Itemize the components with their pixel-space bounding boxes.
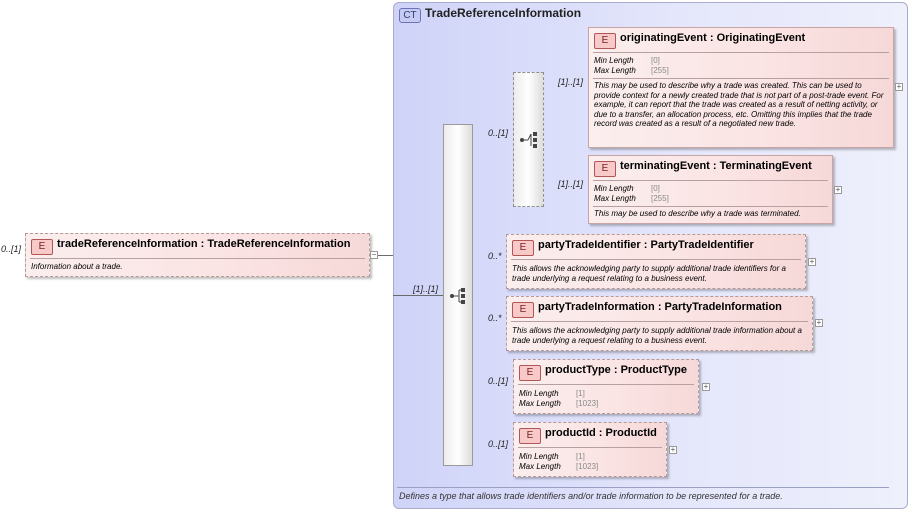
min-length-value: [0]: [651, 56, 660, 65]
max-length-label: Max Length: [519, 399, 561, 408]
element-description: This allows the acknowledging party to s…: [512, 264, 786, 283]
element-badge-icon: E: [519, 365, 541, 381]
divider: [593, 78, 889, 79]
divider: [30, 258, 365, 259]
max-length-value: [1023]: [576, 462, 599, 471]
element-badge-icon: E: [594, 33, 616, 49]
terminatingEvent-element[interactable]: E terminatingEvent : TerminatingEvent Mi…: [588, 155, 833, 224]
partyTradeIdentifier-element[interactable]: E partyTradeIdentifier : PartyTradeIdent…: [506, 234, 806, 289]
partyTradeInformation-multiplicity: 0..*: [488, 313, 502, 323]
min-length-label: Min Length: [519, 452, 559, 461]
productId-element[interactable]: E productId : ProductId Min Length [1] M…: [513, 422, 667, 477]
min-length-value: [0]: [651, 184, 660, 193]
terminatingEvent-multiplicity: [1]..[1]: [558, 179, 584, 189]
originatingEvent-multiplicity: [1]..[1]: [558, 77, 584, 87]
element-title: productType : ProductType: [545, 364, 688, 376]
max-length-label: Max Length: [594, 66, 636, 75]
element-description: This may be used to describe why a trade…: [594, 209, 801, 218]
min-length-value: [1]: [576, 452, 585, 461]
expand-icon[interactable]: +: [815, 318, 823, 327]
complex-type-description: Defines a type that allows trade identif…: [399, 491, 783, 501]
root-element-box[interactable]: E tradeReferenceInformation : TradeRefer…: [25, 233, 370, 277]
element-badge-icon: E: [31, 239, 53, 255]
max-length-label: Max Length: [594, 194, 636, 203]
max-length-value: [255]: [651, 194, 669, 203]
max-length-value: [1023]: [576, 399, 599, 408]
divider: [593, 180, 828, 181]
originatingEvent-element[interactable]: E originatingEvent : OriginatingEvent Mi…: [588, 27, 894, 148]
element-badge-icon: E: [512, 240, 534, 256]
min-length-label: Min Length: [594, 56, 634, 65]
productType-element[interactable]: E productType : ProductType Min Length […: [513, 359, 699, 414]
element-description: This allows the acknowledging party to s…: [512, 326, 802, 345]
element-title: originatingEvent : OriginatingEvent: [620, 32, 806, 44]
root-description: Information about a trade.: [31, 262, 123, 271]
divider: [511, 321, 808, 322]
productType-multiplicity: 0..[1]: [488, 376, 509, 386]
sequence-compositor[interactable]: [443, 124, 473, 466]
complex-type-divider: [397, 487, 889, 488]
element-description: This may be used to describe why a trade…: [594, 81, 884, 128]
sequence-icon: [450, 288, 465, 304]
divider: [518, 447, 662, 448]
partyTradeInformation-element[interactable]: E partyTradeInformation : PartyTradeInfo…: [506, 296, 813, 351]
expand-icon[interactable]: +: [834, 185, 842, 194]
expand-icon[interactable]: +: [895, 82, 903, 91]
choice-compositor[interactable]: [513, 72, 544, 207]
root-multiplicity: 0..[1]: [1, 244, 22, 254]
connector-ct-to-sequence-inner: [393, 295, 443, 296]
max-length-value: [255]: [651, 66, 669, 75]
expand-icon[interactable]: +: [669, 445, 677, 454]
min-length-label: Min Length: [594, 184, 634, 193]
complex-type-badge-icon: CT: [399, 8, 421, 23]
element-title: productId : ProductId: [545, 427, 657, 439]
divider: [593, 52, 889, 53]
element-badge-icon: E: [594, 161, 616, 177]
min-length-value: [1]: [576, 389, 585, 398]
min-length-label: Min Length: [519, 389, 559, 398]
collapse-icon[interactable]: −: [370, 250, 378, 259]
connector-root-to-ct: [378, 255, 393, 256]
element-title: partyTradeInformation : PartyTradeInform…: [538, 301, 782, 313]
element-title: partyTradeIdentifier : PartyTradeIdentif…: [538, 239, 754, 251]
partyTradeIdentifier-multiplicity: 0..*: [488, 251, 502, 261]
expand-icon[interactable]: +: [808, 257, 816, 266]
element-title: terminatingEvent : TerminatingEvent: [620, 160, 812, 172]
divider: [518, 384, 694, 385]
element-badge-icon: E: [512, 302, 534, 318]
divider: [511, 259, 801, 260]
max-length-label: Max Length: [519, 462, 561, 471]
choice-icon: [520, 132, 537, 148]
choice-multiplicity: 0..[1]: [488, 128, 509, 138]
sequence-multiplicity: [1]..[1]: [413, 284, 439, 294]
divider: [593, 206, 828, 207]
element-badge-icon: E: [519, 428, 541, 444]
expand-icon[interactable]: +: [702, 382, 710, 391]
complex-type-title: TradeReferenceInformation: [425, 6, 582, 20]
root-element-title: tradeReferenceInformation : TradeReferen…: [57, 238, 351, 250]
productId-multiplicity: 0..[1]: [488, 439, 509, 449]
